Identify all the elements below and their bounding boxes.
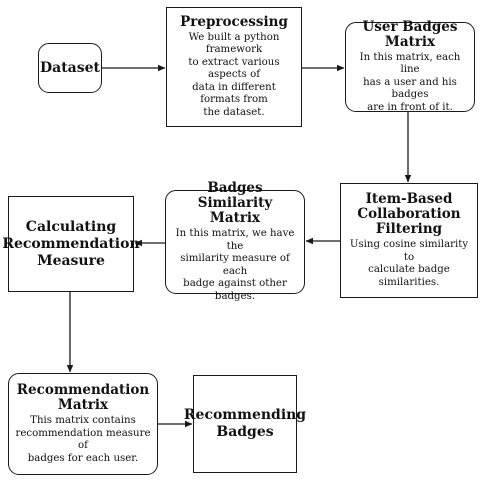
- recommending-badges-title: Recommending Badges: [184, 407, 306, 441]
- preprocessing-line: the dataset.: [203, 106, 265, 118]
- recommendation-matrix-line: recommendation measure of: [15, 427, 151, 452]
- calculating-measure-title: Calculating Recommendation Measure: [2, 219, 139, 270]
- item-based-cf-description: Using cosine similarity to calculate bad…: [345, 239, 473, 289]
- preprocessing-node: Preprocessing We built a python framewor…: [166, 7, 302, 127]
- user-badges-matrix-description: In this matrix, each line has a user and…: [350, 52, 470, 115]
- preprocessing-description: We built a python framework to extract v…: [171, 32, 297, 120]
- user-badges-matrix-title: User Badges Matrix: [362, 18, 458, 50]
- item-based-cf-node: Item-Based Collaboration Filtering Using…: [340, 183, 478, 298]
- preprocessing-line: to extract various aspects of: [188, 56, 280, 81]
- preprocessing-title: Preprocessing: [180, 13, 288, 30]
- recommendation-matrix-title: Recommendation Matrix: [17, 383, 149, 413]
- recommending-badges-node: Recommending Badges: [184, 375, 306, 473]
- item-based-cf-title-line: Item-Based: [365, 191, 453, 207]
- user-badges-matrix-line: are in front of it.: [367, 101, 453, 113]
- badges-similarity-matrix-line: In this matrix, we have the: [175, 228, 295, 252]
- badges-similarity-matrix-title-line: Badges Similarity: [197, 180, 273, 211]
- badges-similarity-matrix-line: similarity measure of each: [180, 253, 290, 277]
- recommending-badges-title-line: Badges: [216, 424, 274, 440]
- recommendation-matrix-title-line: Recommendation: [16, 382, 150, 398]
- recommendation-matrix-title-line: Matrix: [57, 397, 109, 413]
- preprocessing-line: data in different formats from: [192, 81, 276, 106]
- recommendation-matrix-description: This matrix contains recommendation meas…: [13, 415, 153, 465]
- calculating-measure-node: Calculating Recommendation Measure: [2, 196, 140, 292]
- user-badges-matrix-line: has a user and his badges: [363, 76, 457, 101]
- item-based-cf-title-line: Collaboration: [357, 206, 461, 222]
- calculating-measure-title-line: Measure: [37, 252, 105, 269]
- recommendation-matrix-line: This matrix contains: [30, 415, 136, 426]
- badges-similarity-matrix-line: badge against other badges.: [183, 278, 287, 302]
- user-badges-matrix-node: User Badges Matrix In this matrix, each …: [345, 18, 475, 115]
- calculating-measure-title-line: Recommendation: [2, 235, 140, 252]
- item-based-cf-title: Item-Based Collaboration Filtering: [357, 192, 460, 237]
- item-based-cf-line: calculate badge similarities.: [368, 264, 450, 288]
- badges-similarity-matrix-title-line: Matrix: [209, 210, 261, 226]
- item-based-cf-title-line: Filtering: [375, 221, 443, 237]
- dataset-node: Dataset: [38, 43, 102, 93]
- recommendation-matrix-node: Recommendation Matrix This matrix contai…: [8, 373, 158, 475]
- badges-similarity-matrix-description: In this matrix, we have the similarity m…: [170, 228, 300, 303]
- recommendation-matrix-line: badges for each user.: [27, 452, 139, 464]
- badges-similarity-matrix-node: Badges Similarity Matrix In this matrix,…: [165, 181, 305, 302]
- item-based-cf-line: Using cosine similarity to: [349, 239, 469, 263]
- preprocessing-line: We built a python framework: [188, 31, 280, 56]
- badges-similarity-matrix-title: Badges Similarity Matrix: [170, 181, 300, 226]
- recommending-badges-title-line: Recommending: [183, 407, 307, 423]
- user-badges-matrix-line: In this matrix, each line: [359, 51, 461, 76]
- dataset-title: Dataset: [40, 59, 101, 76]
- calculating-measure-title-line: Calculating: [25, 218, 117, 235]
